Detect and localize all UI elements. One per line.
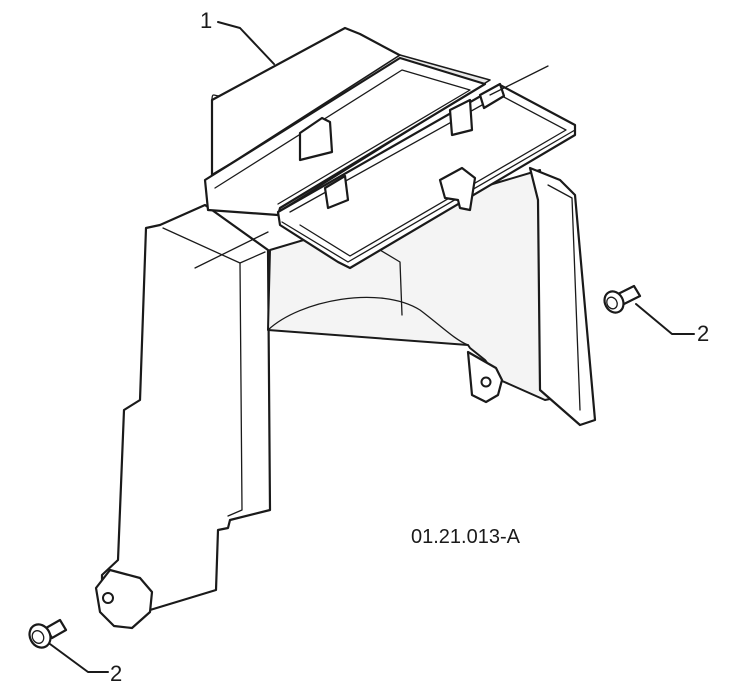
screw-left-washer xyxy=(31,630,45,644)
bracket-part-icon xyxy=(94,26,597,630)
left-panel xyxy=(100,203,272,612)
axis-line-1 xyxy=(194,231,269,269)
right-ear-hole xyxy=(480,376,492,388)
leader-line-1 xyxy=(217,21,275,65)
tray-clip-2 xyxy=(448,98,474,137)
right-panel xyxy=(528,166,597,427)
tray-left-half xyxy=(203,56,487,217)
right-panel-fold xyxy=(547,184,581,411)
tray-clip-3 xyxy=(323,174,350,210)
duct-floor-line xyxy=(379,249,403,316)
duct-arch xyxy=(267,296,469,346)
tray-clip-4 xyxy=(438,166,477,212)
callout-2-left: 2 xyxy=(110,661,122,683)
screw-icon xyxy=(28,284,642,649)
figure-id: 01.21.013-A xyxy=(411,526,521,548)
callout-2-right: 2 xyxy=(697,321,709,346)
hood-edge xyxy=(211,94,221,101)
leader-line-2-left xyxy=(49,643,109,673)
foot-hole xyxy=(102,592,114,604)
callout-1: 1 xyxy=(200,8,212,33)
foot-tab xyxy=(94,568,154,630)
axis-line-1b xyxy=(489,65,549,96)
tray-front-lip xyxy=(281,129,576,263)
tray-right-inner xyxy=(289,94,567,257)
left-panel-fold xyxy=(162,227,243,517)
left-panel-inner xyxy=(239,251,266,264)
tray-clip-5 xyxy=(478,82,506,110)
tray-clip-1 xyxy=(298,116,334,162)
leader-line-2-right xyxy=(635,303,695,335)
screw-right-washer xyxy=(606,296,618,310)
